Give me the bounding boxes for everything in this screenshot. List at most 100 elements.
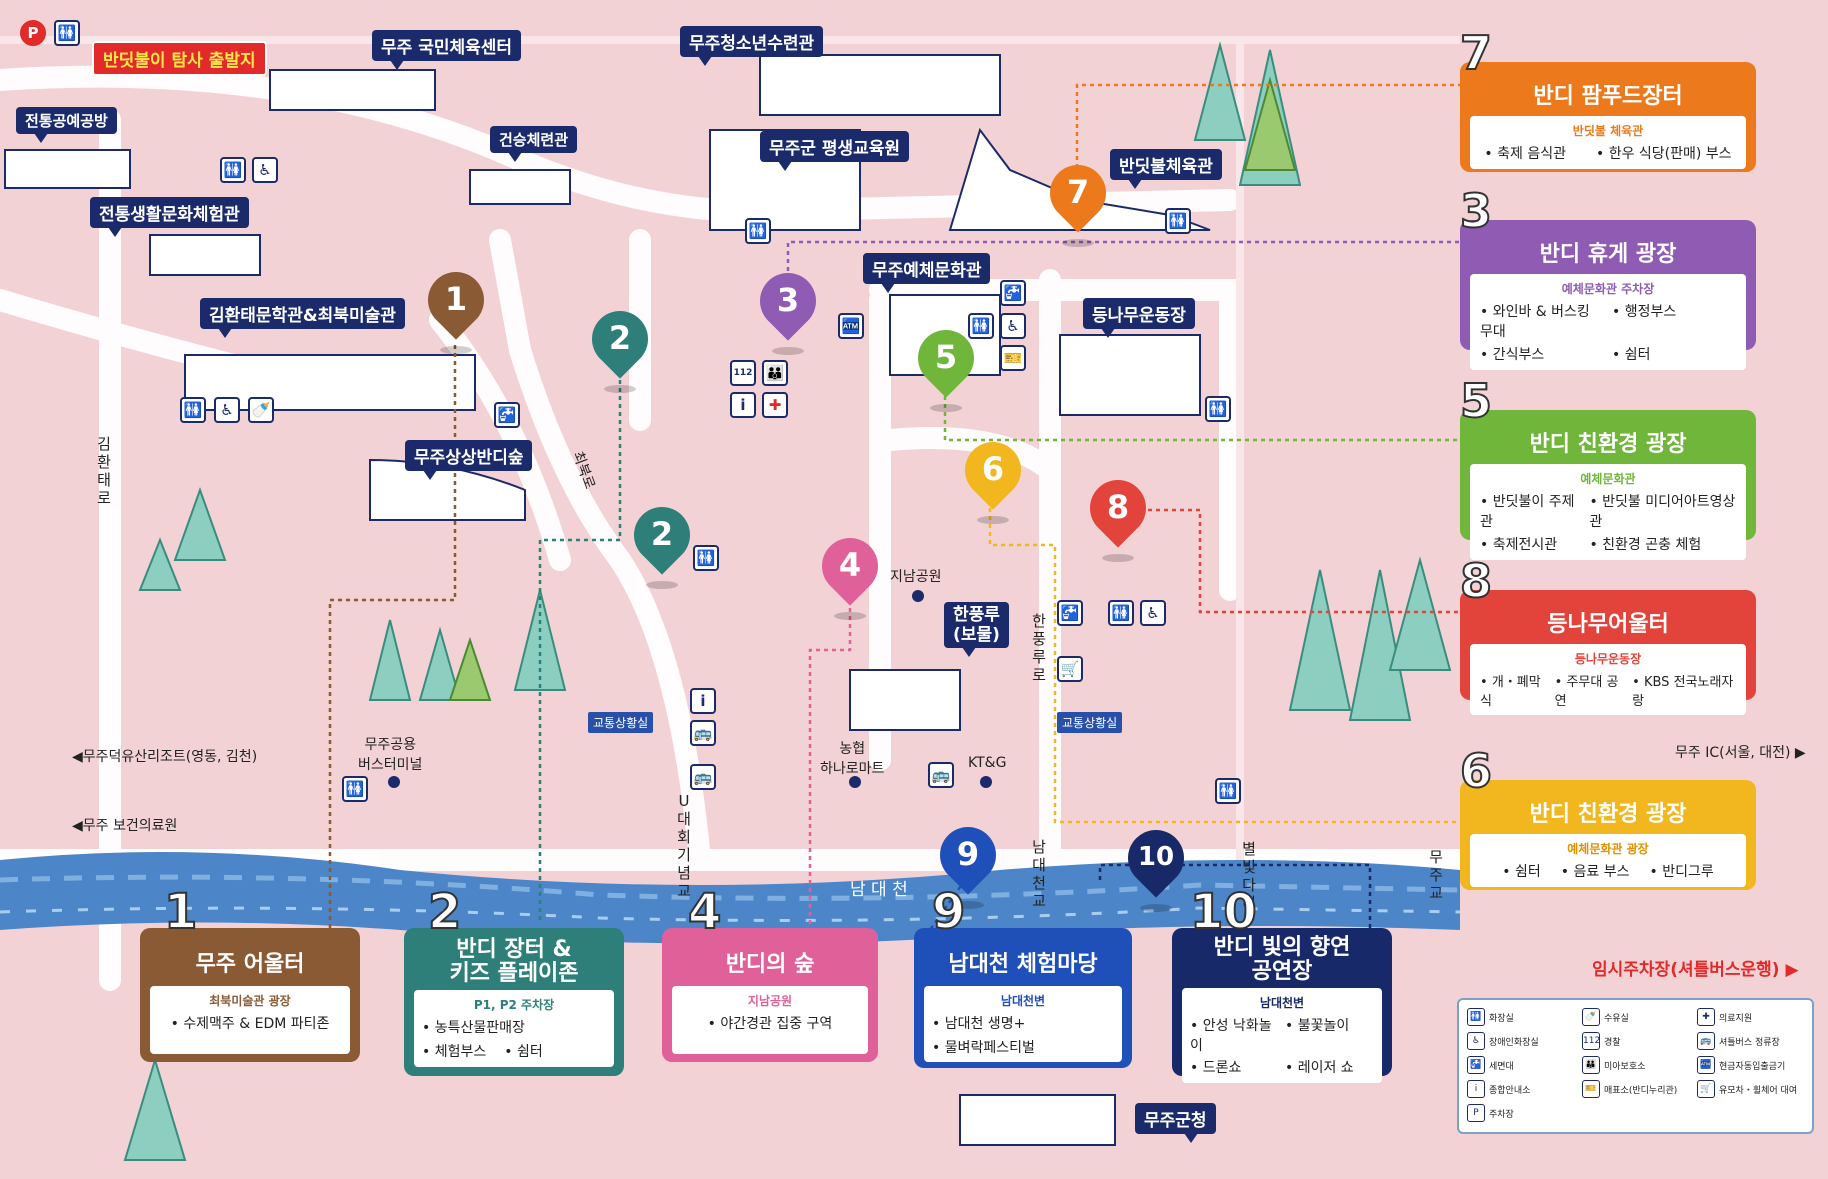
legend-item: 🍼수유실 <box>1582 1008 1689 1026</box>
label-wisteria-stadium: 등나무운동장 <box>1083 298 1195 338</box>
temp-parking-label[interactable]: 임시주차장(셔틀버스운행) ▶ <box>1592 960 1799 980</box>
zone-card-5[interactable]: 5 반디 친환경 광장 예체문화관 반딧불이 주제관반딧불 미디어아트영상관 축… <box>1459 373 1756 560</box>
jinam-park-dot <box>912 590 924 602</box>
police-icon: 112 <box>730 360 756 386</box>
label-sangsang-forest: 무주상상반디숲 <box>405 440 533 480</box>
map-pin-5[interactable]: 5 <box>906 318 986 412</box>
nursing-room-icon: 🍼 <box>248 397 274 423</box>
restroom-icon: 🚻 <box>342 776 368 802</box>
road-namdaecheon-bridge: 남대천교 <box>1032 838 1046 910</box>
legend-label: 수유실 <box>1604 1013 1629 1024</box>
map-pin-8[interactable]: 8 <box>1078 468 1158 562</box>
parking-icon: P <box>20 20 46 46</box>
legend-icon: 🏧 <box>1697 1056 1715 1074</box>
label-lifelong-education: 무주군 평생교육원 <box>760 131 910 171</box>
label-firefly-gym: 반딧불체육관 <box>1110 149 1222 189</box>
label-kimhwantae-museum: 김환태문학관&최북미술관 <box>200 298 405 338</box>
zone-card-10[interactable]: 10 반디 빛의 향연 공연장 남대천변 안성 낙화놀이불꽃놀이 드론쇼레이저 … <box>1172 887 1392 1083</box>
legend-item: 🚰 세면대 <box>1467 1056 1574 1074</box>
accessible-restroom-icon: ♿ <box>1140 600 1166 626</box>
info-icon: i <box>690 688 716 714</box>
label-arts-center: 무주예체문화관 <box>863 253 991 293</box>
zone-card-9[interactable]: 9 남대천 체험마당 남대천변 남대천 생명+물벼락페스티벌 <box>914 887 1132 1068</box>
restroom-icon: 🚻 <box>54 20 80 46</box>
legend-label: 의료지원 <box>1719 1013 1753 1024</box>
place-jinam-park: 지남공원 <box>890 569 942 585</box>
legend-label: 경찰 <box>1604 1037 1621 1048</box>
legend-icon: 112 <box>1582 1032 1600 1050</box>
label-geonseung: 건승체련관 <box>490 126 578 162</box>
shuttle-bus-icon: 🚌 <box>690 720 716 746</box>
zone-card-2[interactable]: 2 반디 장터 & 키즈 플레이존 P1, P2 주차장 농특산물판매장 체험부… <box>404 887 624 1076</box>
map-pin-3[interactable]: 3 <box>748 261 828 355</box>
legend-item: ♿ 장애인화장실 <box>1467 1032 1574 1050</box>
legend-icon: ♿ <box>1467 1032 1485 1050</box>
legend-label: 매표소(반디누리관) <box>1604 1085 1678 1096</box>
legend-icon: 🎫 <box>1582 1080 1600 1098</box>
stroller-icon: 🛒 <box>1057 656 1083 682</box>
legend-item: 🛒유모차・휠체어 대여 <box>1697 1080 1804 1098</box>
zone-card-1[interactable]: 1 무주 어울터 최북미술관 광장 수제맥주 & EDM 파티존 <box>140 887 360 1062</box>
legend-icon: ✚ <box>1697 1008 1715 1026</box>
map-pin-10[interactable]: 10 <box>1116 818 1196 912</box>
zone-card-6[interactable]: 6 반디 친환경 광장 예체문화관 광장 쉼터음료 부스반디그루 <box>1459 743 1756 890</box>
legend-item: ✚ 의료지원 <box>1697 1008 1804 1026</box>
sink-icon: 🚰 <box>494 402 520 428</box>
legend-label: 미아보호소 <box>1604 1061 1646 1072</box>
map-pin-1[interactable]: 1 <box>416 260 496 354</box>
restroom-icon: 🚻 <box>1108 600 1134 626</box>
legend-icon: i <box>1467 1080 1485 1098</box>
restroom-icon: 🚻 <box>968 313 994 339</box>
label-traditional-craft: 전통공예공방 <box>16 107 117 143</box>
legend-label: 종합안내소 <box>1489 1085 1531 1096</box>
legend-label: 세면대 <box>1489 1061 1514 1072</box>
traffic-center-1: 교통상황실 <box>588 712 654 733</box>
legend-label: 유모차・휠체어 대여 <box>1719 1085 1798 1096</box>
traffic-center-2: 교통상황실 <box>1057 712 1123 733</box>
restroom-icon: 🚻 <box>745 218 771 244</box>
sink-icon: 🚰 <box>1057 600 1083 626</box>
legend-label: 셔틀버스 정류장 <box>1719 1037 1780 1048</box>
map-pin-9[interactable]: 9 <box>928 815 1008 909</box>
map-pin-4[interactable]: 4 <box>810 526 890 620</box>
accessible-restroom-icon: ♿ <box>1000 313 1026 339</box>
legend-item: 🚌셔틀버스 정류장 <box>1697 1032 1804 1050</box>
legend-icon: 👪 <box>1582 1056 1600 1074</box>
label-traditional-life: 전통생활문화체험관 <box>90 197 249 237</box>
legend-icon: 🚰 <box>1467 1056 1485 1074</box>
map-pin-2b[interactable]: 2 <box>622 495 702 589</box>
lost-child-icon: 👪 <box>762 360 788 386</box>
map-pin-6[interactable]: 6 <box>953 430 1033 524</box>
zone-card-4[interactable]: 4 반디의 숲 지남공원 야간경관 집중 구역 <box>662 887 878 1062</box>
restroom-icon: 🚻 <box>1215 778 1241 804</box>
shuttle-bus-icon: 🚌 <box>928 762 954 788</box>
medical-icon: ✚ <box>762 392 788 418</box>
restroom-icon: 🚻 <box>180 397 206 423</box>
restroom-icon: 🚻 <box>220 157 246 183</box>
legend-label: 장애인화장실 <box>1489 1037 1539 1048</box>
legend-label: 주차장 <box>1489 1109 1514 1120</box>
legend-item: 🚻화장실 <box>1467 1008 1574 1026</box>
direction-resort: ◀무주덕유산리조트(영동, 김천) <box>72 749 258 765</box>
road-kimhwantae: 김환태로 <box>97 435 111 507</box>
legend-item: 🏧 현금자동입출금기 <box>1697 1056 1804 1074</box>
map-legend: 🚻화장실 🍼수유실 ✚ 의료지원 ♿ 장애인화장실 112 경찰 🚌셔틀버스 정류장 🚰 세면대 👪 미… <box>1457 998 1814 1134</box>
zone-card-7[interactable]: 7 반디 팜푸드장터 반딧불 체육관 축제 음식관한우 식당(판매) 부스 <box>1459 25 1756 172</box>
zone-card-3[interactable]: 3 반디 휴게 광장 예체문화관 주차장 와인바 & 버스킹 무대행정부스 간식… <box>1459 183 1756 370</box>
accessible-restroom-icon: ♿ <box>214 397 240 423</box>
label-national-sports-center: 무주 국민체육센터 <box>372 30 522 70</box>
river-name: 남 대 천 <box>850 880 908 900</box>
zone-card-8[interactable]: 8 등나무어울터 등나무운동장 개・폐막식주무대 공연KBS 전국노래자랑 <box>1459 553 1756 715</box>
legend-item: 👪 미아보호소 <box>1582 1056 1689 1074</box>
legend-label: 현금자동입출금기 <box>1719 1061 1786 1072</box>
map-pin-2[interactable]: 2 <box>580 299 660 393</box>
bus-terminal-dot <box>388 776 400 788</box>
label-hanpungru: 한풍루 (보물) <box>944 602 1009 657</box>
road-byeolbit-bridge: 별빛다리 <box>1242 840 1256 912</box>
road-muju-bridge: 무주교 <box>1429 848 1443 902</box>
direction-ic: 무주 IC(서울, 대전) ▶ <box>1675 745 1806 761</box>
map-pin-7[interactable]: 7 <box>1038 153 1118 247</box>
atm-icon: 🏧 <box>838 313 864 339</box>
